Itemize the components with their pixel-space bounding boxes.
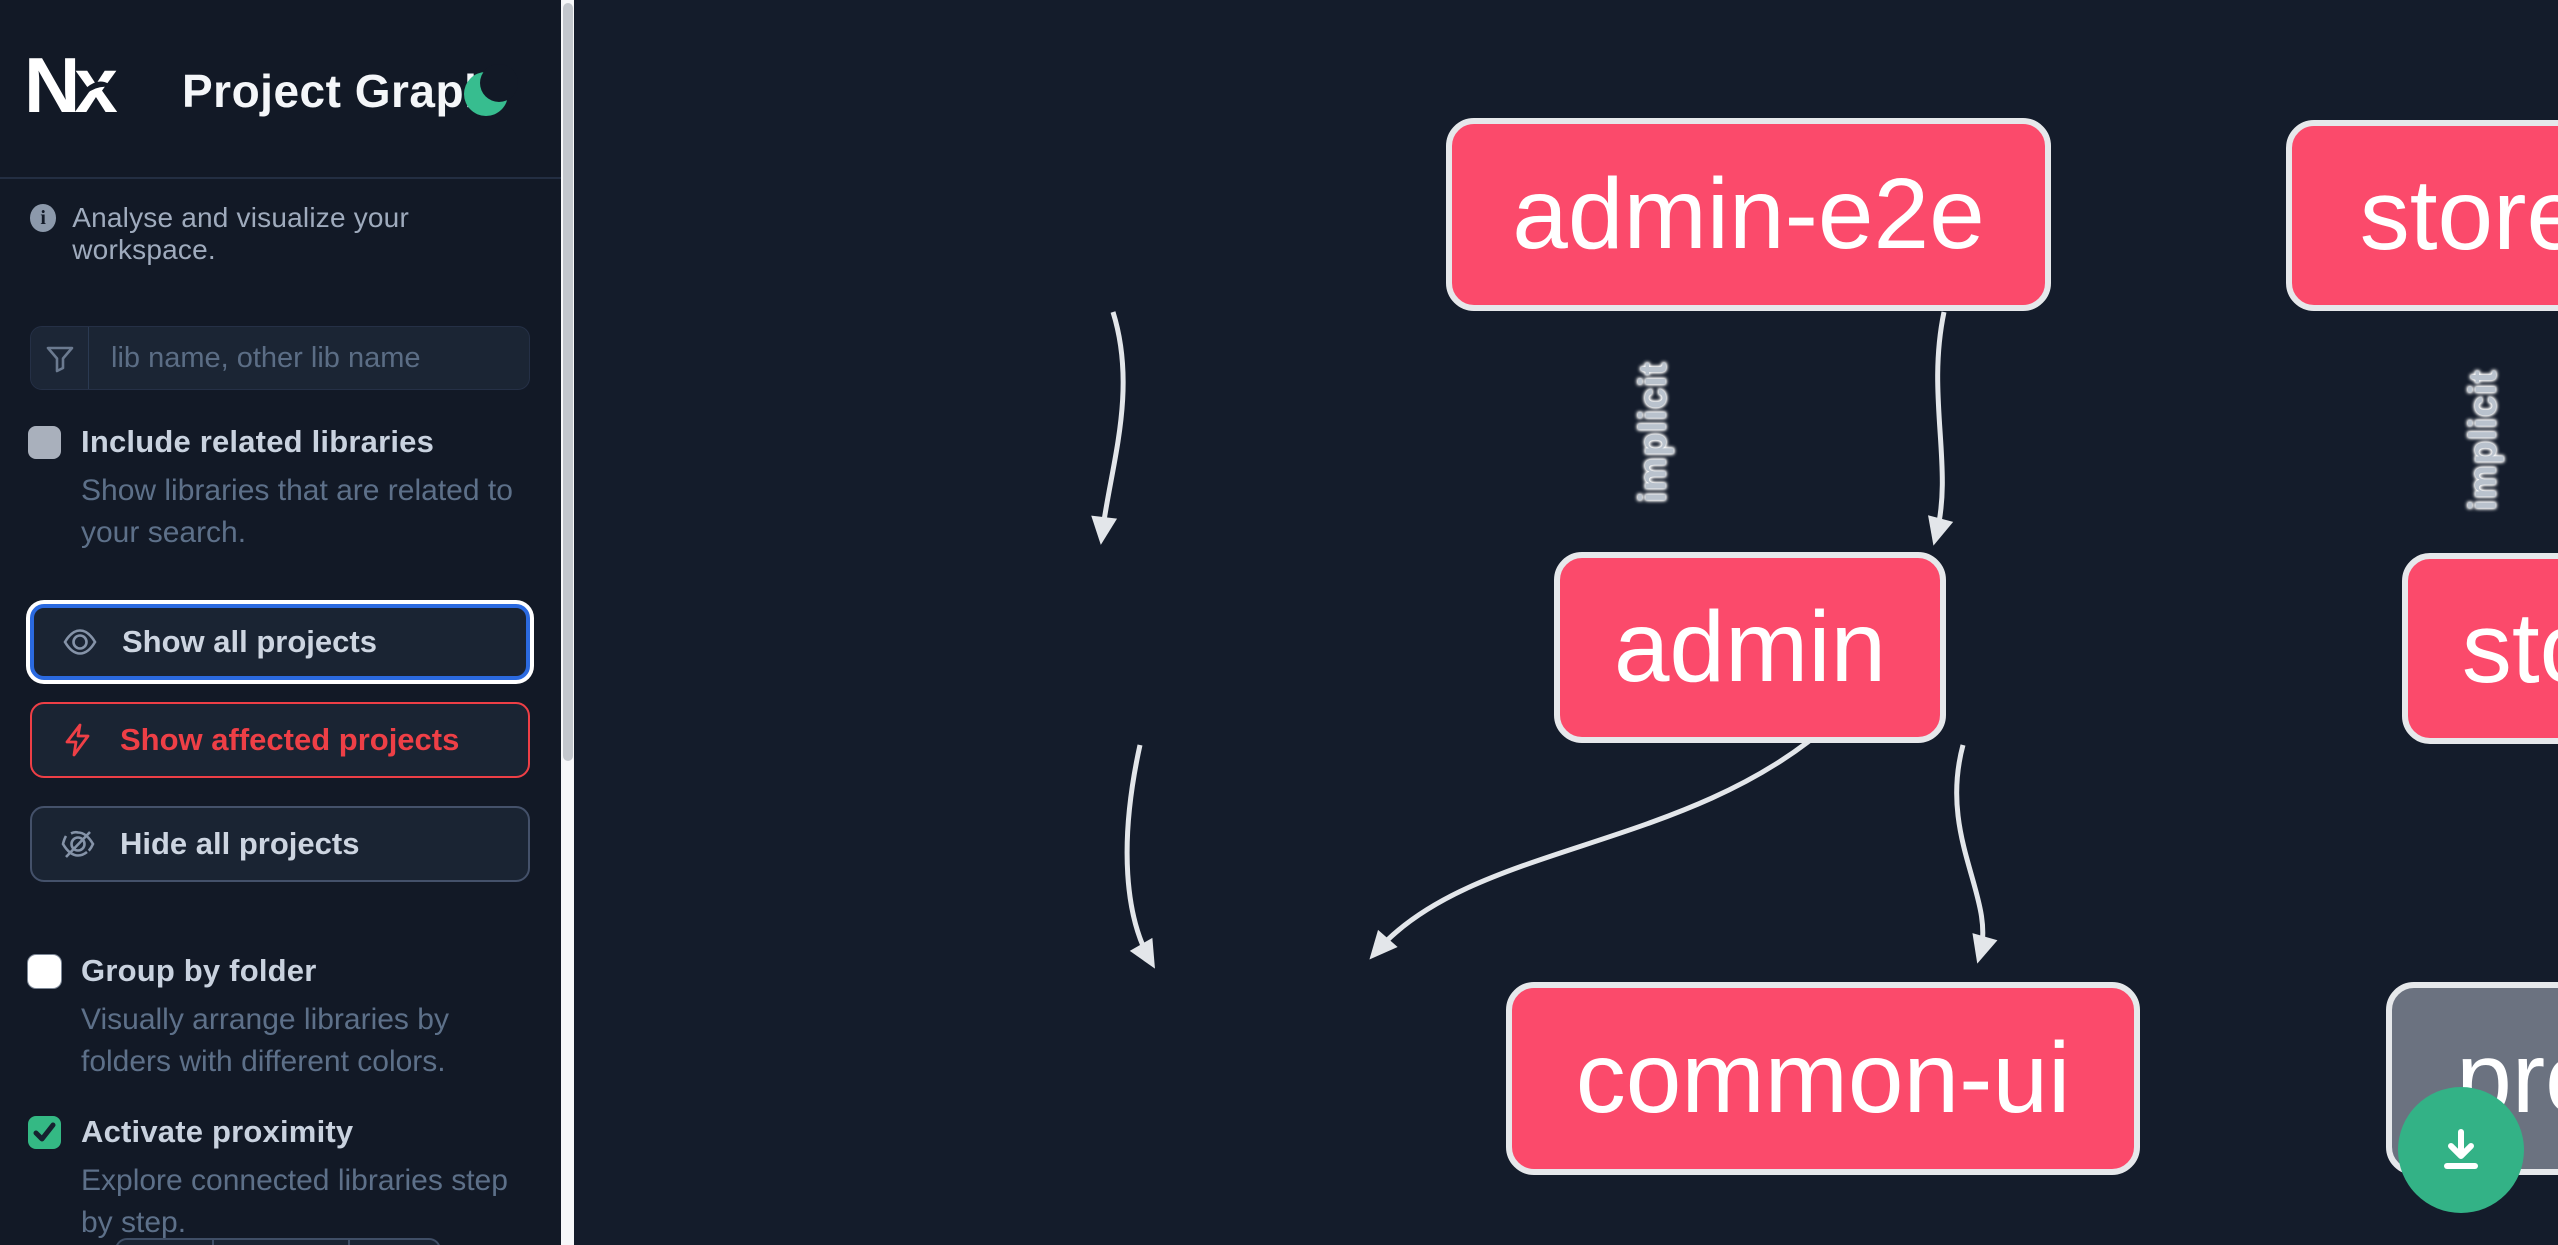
group-by-folder-checkbox[interactable] (28, 955, 61, 988)
group-by-folder-toggle: Group by folder Visually arrange librari… (28, 953, 533, 1083)
include-related-toggle: Include related libraries Show libraries… (28, 424, 533, 554)
eye-off-icon (61, 830, 95, 858)
page-title: Project Graph (182, 65, 493, 117)
sidebar-header: Nx Project Graph (0, 0, 561, 178)
group-by-folder-description: Visually arrange libraries by folders wi… (81, 1003, 449, 1078)
activate-proximity-checkbox[interactable] (28, 1116, 61, 1149)
info-icon: i (30, 204, 57, 232)
workspace-info-text: Analyse and visualize your workspace. (72, 202, 409, 265)
activate-proximity-toggle: Activate proximity Explore connected lib… (28, 1114, 533, 1244)
filter-funnel-icon (31, 327, 89, 389)
sidebar: Nx Project Graph i Analyse and visualize… (0, 0, 561, 1245)
proximity-value-field[interactable] (212, 1240, 348, 1245)
sidebar-scrollbar-track[interactable] (561, 0, 574, 1245)
checkmark-icon (33, 1122, 56, 1142)
activate-proximity-description: Explore connected libraries step by step… (81, 1164, 508, 1239)
show-affected-projects-label: Show affected projects (120, 722, 460, 757)
show-all-projects-button[interactable]: Show all projects (30, 604, 530, 680)
group-by-folder-label[interactable]: Group by folder (81, 953, 317, 988)
proximity-stepper (115, 1238, 441, 1245)
graph-canvas[interactable]: implicit implicit admin-e2e store-e2e ad… (574, 0, 2558, 1245)
node-store-e2e[interactable]: store-e2e (2286, 120, 2558, 311)
sidebar-divider (0, 177, 561, 179)
sidebar-scrollbar-thumb[interactable] (562, 3, 573, 761)
download-icon (2444, 1129, 2478, 1169)
download-graph-button[interactable] (2398, 1087, 2524, 1213)
edge-admin-e2e-to-admin (1091, 311, 1126, 545)
hide-all-projects-button[interactable]: Hide all projects (30, 806, 530, 882)
project-filter-input[interactable] (89, 327, 529, 389)
edge-label-implicit[interactable]: implicit (1632, 361, 1675, 503)
workspace-info-row: i Analyse and visualize your workspace. (30, 202, 530, 266)
node-store[interactable]: store (2402, 553, 2558, 744)
activate-proximity-label[interactable]: Activate proximity (81, 1114, 354, 1149)
nx-logo-icon: Nx (28, 52, 123, 120)
moon-icon (464, 64, 518, 116)
eye-icon (63, 629, 97, 655)
node-common-ui[interactable]: common-ui (1506, 982, 2140, 1175)
node-admin-e2e[interactable]: admin-e2e (1446, 118, 2051, 311)
show-affected-projects-button[interactable]: Show affected projects (30, 702, 530, 778)
node-admin[interactable]: admin (1554, 552, 1946, 743)
lightning-bolt-icon (65, 723, 90, 757)
edge-store-to-common-ui (1369, 720, 1834, 960)
theme-toggle-button[interactable] (458, 62, 520, 124)
search-box (30, 326, 530, 390)
edge-store-to-products (1954, 744, 1998, 964)
show-all-projects-label: Show all projects (122, 624, 377, 659)
include-related-label[interactable]: Include related libraries (81, 424, 435, 459)
include-related-checkbox[interactable] (28, 426, 61, 459)
proximity-decrement-button[interactable] (117, 1240, 212, 1245)
include-related-description: Show libraries that are related to your … (81, 474, 513, 549)
edge-admin-to-common-ui (1124, 744, 1155, 969)
edge-store-e2e-to-store (1928, 311, 1954, 546)
proximity-increment-button[interactable] (348, 1240, 439, 1245)
edge-label-implicit[interactable]: implicit (2462, 369, 2505, 511)
nx-logo-swoosh (86, 81, 116, 94)
hide-all-projects-label: Hide all projects (120, 826, 360, 861)
